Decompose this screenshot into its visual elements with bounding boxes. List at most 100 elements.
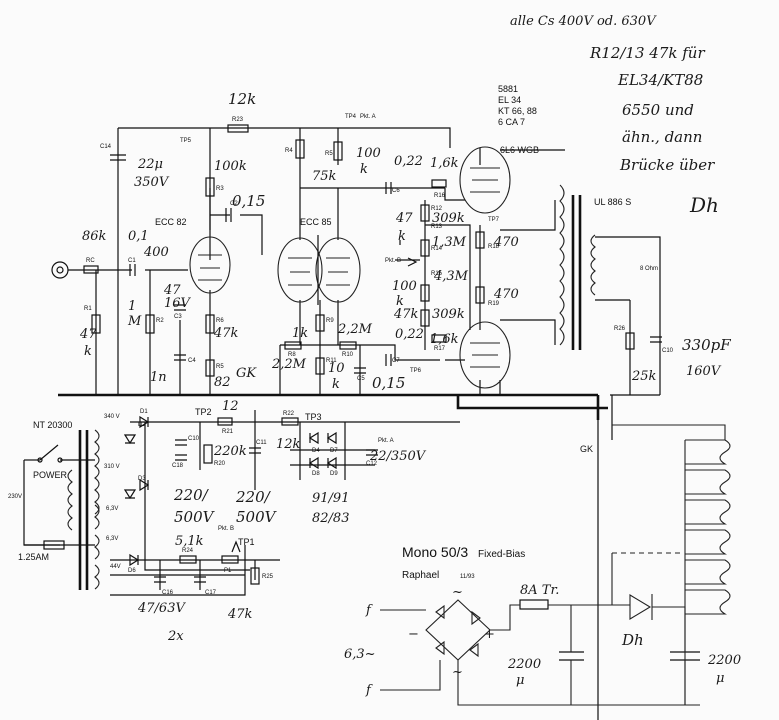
designator-c5: C5 [357,376,365,382]
designator-c14: C14 [100,144,112,150]
designator-r15: R15 [431,271,443,277]
designator-r9: R9 [326,318,334,324]
note-caps-voltage: alle Cs 400V od. 630V [510,14,657,29]
value-r5: 100 [356,146,381,161]
designator-r7: R5 [216,364,224,370]
preamp-tube-label: ECC 82 [155,217,187,227]
value-r12-unit: k [398,229,406,244]
hand-drawn-heater-supply [380,424,731,706]
value-r21: 12 [222,399,239,414]
value-cap-2200-a-unit: μ [516,673,524,688]
phase-inverter-tube-ecc85 [277,235,361,305]
power-switch [37,444,63,463]
value-r5-unit: k [360,162,368,177]
value-r1: 47 [79,327,97,342]
test-point-tp1: TP1 [238,537,255,547]
value-c11-voltage: 500V [236,508,278,526]
designator-r13: R13 [431,224,443,230]
value-r26: 25k [631,369,657,384]
value-c4: 1n [150,370,167,385]
gk-label-right: GK [580,444,593,454]
note-bruecke: Brücke über [619,156,715,174]
value-fuse-8a: 8A Tr. [520,583,559,598]
designator-d6: D6 [128,568,136,574]
designator-r6: R6 [216,318,224,324]
note-el34-kt88: EL34/KT88 [617,71,703,89]
designator-ra: RC [86,258,95,264]
designator-c6: C6 [392,188,400,194]
value-p1: 47k [227,607,253,622]
title-date: 11/93 [460,574,475,580]
output-tube-top [459,146,511,214]
tube-list-3: KT 66, 88 [498,106,537,116]
value-c10: 330pF [682,336,731,354]
pkt-b-lower: Pkt. B [218,526,234,532]
test-point-tp6: TP6 [410,368,422,374]
value-c10-voltage: 160V [686,364,722,379]
value-r3: 100k [214,159,247,174]
value-r2-unit: M [127,314,142,329]
value-c14: 22μ [137,157,163,172]
value-r12k: 10 [328,361,345,376]
title-mode: Fixed-Bias [478,549,525,560]
value-r19: 470 [493,287,519,302]
component-designators: R23 C14 R3 C2 R4 R5 C6 R16 R12 R13 R14 R… [84,117,674,596]
value-c11: 220/ [235,488,272,506]
bridge-plus: + [484,627,495,642]
note-r12-r13: R12/13 47k für [589,44,705,62]
value-c14-voltage: 350V [134,175,170,190]
value-r8: 1k [292,326,308,341]
designator-r19: R19 [488,301,500,307]
designator-d7: D7 [330,448,338,454]
designator-r1: R1 [84,306,92,312]
phase-inverter-label: ECC 85 [300,217,332,227]
designator-r25: R25 [262,574,274,580]
input-jack [51,261,69,279]
value-r12: 47 [395,211,413,226]
designator-d4: D4 [312,448,320,454]
pkt-b-upper: Pkt. B [385,258,401,264]
designator-r20: R20 [214,461,226,467]
value-r1-unit: k [84,344,92,359]
value-c5: 0,15 [372,374,405,392]
designator-r21: R21 [222,429,234,435]
designator-d8: D8 [312,471,320,477]
value-r16: 1,6k [430,156,459,171]
designator-r17: R17 [434,346,446,352]
designator-c4: C4 [188,358,196,364]
value-c10-c18: 220/ [173,486,210,504]
value-f-upper: f [365,603,373,618]
value-diodes-a: 91/91 [312,491,349,506]
value-c1-voltage: 400 [143,245,169,260]
designator-c17: C17 [205,590,217,596]
value-r23: 12k [228,90,256,108]
value-c3: 47 [163,283,181,298]
designator-c2: C2 [230,201,238,207]
power-switch-label: POWER [33,470,68,480]
secondary-310v: 310 V [104,464,120,470]
test-point-tp4: TP4 [345,114,357,120]
value-r9a: 47k [393,307,419,322]
test-point-tp5: TP5 [180,138,192,144]
value-r7: 82 [214,375,231,390]
designator-c3: C3 [174,314,182,320]
power-transformer [67,429,100,590]
value-c6: 0,22 [394,154,423,169]
capacitors [110,154,700,661]
diodes [123,415,337,567]
value-r14: 1,3M [432,235,467,250]
title-name: Mono 50/3 [402,544,468,560]
value-c10-c18-voltage: 500V [174,508,216,526]
designator-r4: R4 [285,148,293,154]
secondary-44v: 44V [110,564,121,570]
note-dh: Dh [689,193,719,217]
output-transformer-label: UL 886 S [594,197,631,207]
value-cap-2200-a: 2200 [507,657,541,672]
value-r15: 4,3M [433,269,469,284]
designator-r14: R14 [431,246,443,252]
output-transformer [559,184,596,350]
ground-bus [58,393,608,420]
value-r11: 2,2M [337,322,373,337]
mains-voltage-label: 230V [8,494,22,500]
value-c12: 22/350V [369,449,427,464]
